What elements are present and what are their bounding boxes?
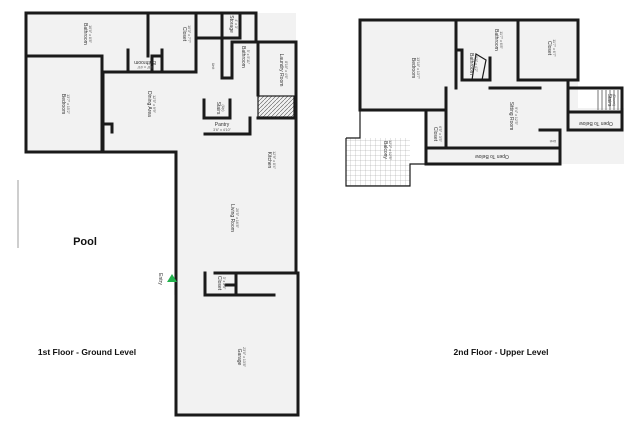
- room-dimensions: 12'9" x 8'4": [272, 151, 276, 169]
- balcony-deck: [346, 138, 410, 186]
- room-dimensions: (Up): [221, 105, 225, 112]
- room-label: Sitting Room: [508, 102, 514, 131]
- room-dimensions: 3'6" x 4'10": [213, 128, 231, 132]
- room-dimensions: 3' x 2'3": [222, 277, 226, 290]
- room-label: Pantry: [215, 122, 230, 128]
- entry-label: Entry: [157, 273, 163, 285]
- room-dimensions: 10'0" x 8'8": [88, 25, 92, 43]
- room-dimensions: 4' x 3': [234, 19, 238, 28]
- upper-floor-caption: 2nd Floor - Upper Level: [454, 347, 549, 357]
- room-dimensions: 11'7" x 6'8": [499, 31, 503, 49]
- room-dimensions: 5'8" x 4'6": [136, 65, 152, 69]
- room-label: Stairs: [606, 94, 612, 107]
- room-label: Laundry Room: [278, 54, 284, 87]
- room-label: Bathroom: [240, 46, 246, 68]
- room-label: Bathroom: [493, 29, 499, 51]
- upper-floor-plan: Bedroom 13'10" x 13'7" Bathroom 11'7" x …: [345, 18, 624, 187]
- room-dimensions: 5'0" x 4'2": [474, 56, 478, 72]
- room-label: Storage: [228, 15, 234, 33]
- room-dimensions: 10'3" x 7'7": [187, 25, 191, 43]
- room-label: Dining Area: [146, 91, 152, 117]
- room-label: Bathroom: [134, 59, 156, 65]
- room-label: Closet: [546, 41, 552, 56]
- room-dimensions: 12'5" x 9'9": [152, 95, 156, 113]
- room-label: Bathroom: [468, 53, 474, 75]
- room-label: Garage: [236, 349, 242, 366]
- room-dimensions: 20'5" x 16'8": [235, 208, 239, 228]
- room-dimensions: 13'10" x 13'7": [416, 57, 420, 79]
- room-dimensions: 12'2" x 12'5": [388, 140, 392, 160]
- room-dimensions: 23'0" x 13'8": [242, 347, 246, 367]
- room-label: Kitchen: [266, 152, 272, 169]
- room-label: Closet: [216, 276, 222, 291]
- entry-arrow-icon: [167, 274, 177, 282]
- open-to-below-label: Open To Below: [579, 120, 613, 126]
- room-label: Balcony: [382, 141, 388, 159]
- room-dimensions: 13'7" x 15'2": [66, 94, 70, 114]
- room-label: Stairs: [215, 102, 221, 115]
- unit-label: Unit: [550, 139, 556, 143]
- ground-floor-caption: 1st Floor - Ground Level: [38, 347, 136, 357]
- room-dimensions: 9'4" x 12'5": [514, 107, 518, 125]
- pool-label: Pool: [73, 236, 97, 248]
- room-label: Bathroom: [82, 23, 88, 45]
- room-dimensions: 6'5" x 3'5": [438, 126, 442, 142]
- ground-floor-plan: Bathroom 10'0" x 8'8" Closet 10'3" x 7'7…: [17, 11, 300, 417]
- room-dimensions: 5' x 5'11": [246, 50, 250, 65]
- room-label: Living Room: [229, 204, 235, 232]
- room-dimensions: (Down): [612, 94, 616, 106]
- stairs-treads: [597, 90, 619, 110]
- unit-label: Unit: [211, 63, 215, 69]
- room-dimensions: 8'10" x 4'6": [284, 61, 288, 79]
- room-label: Closet: [181, 27, 187, 42]
- room-dimensions: 11'7" x 6'7": [552, 39, 556, 57]
- room-label: Closet: [432, 127, 438, 142]
- room-label: Bedroom: [60, 94, 66, 114]
- open-to-below-label: Open To Below: [475, 153, 509, 159]
- room-label: Bedroom: [410, 58, 416, 78]
